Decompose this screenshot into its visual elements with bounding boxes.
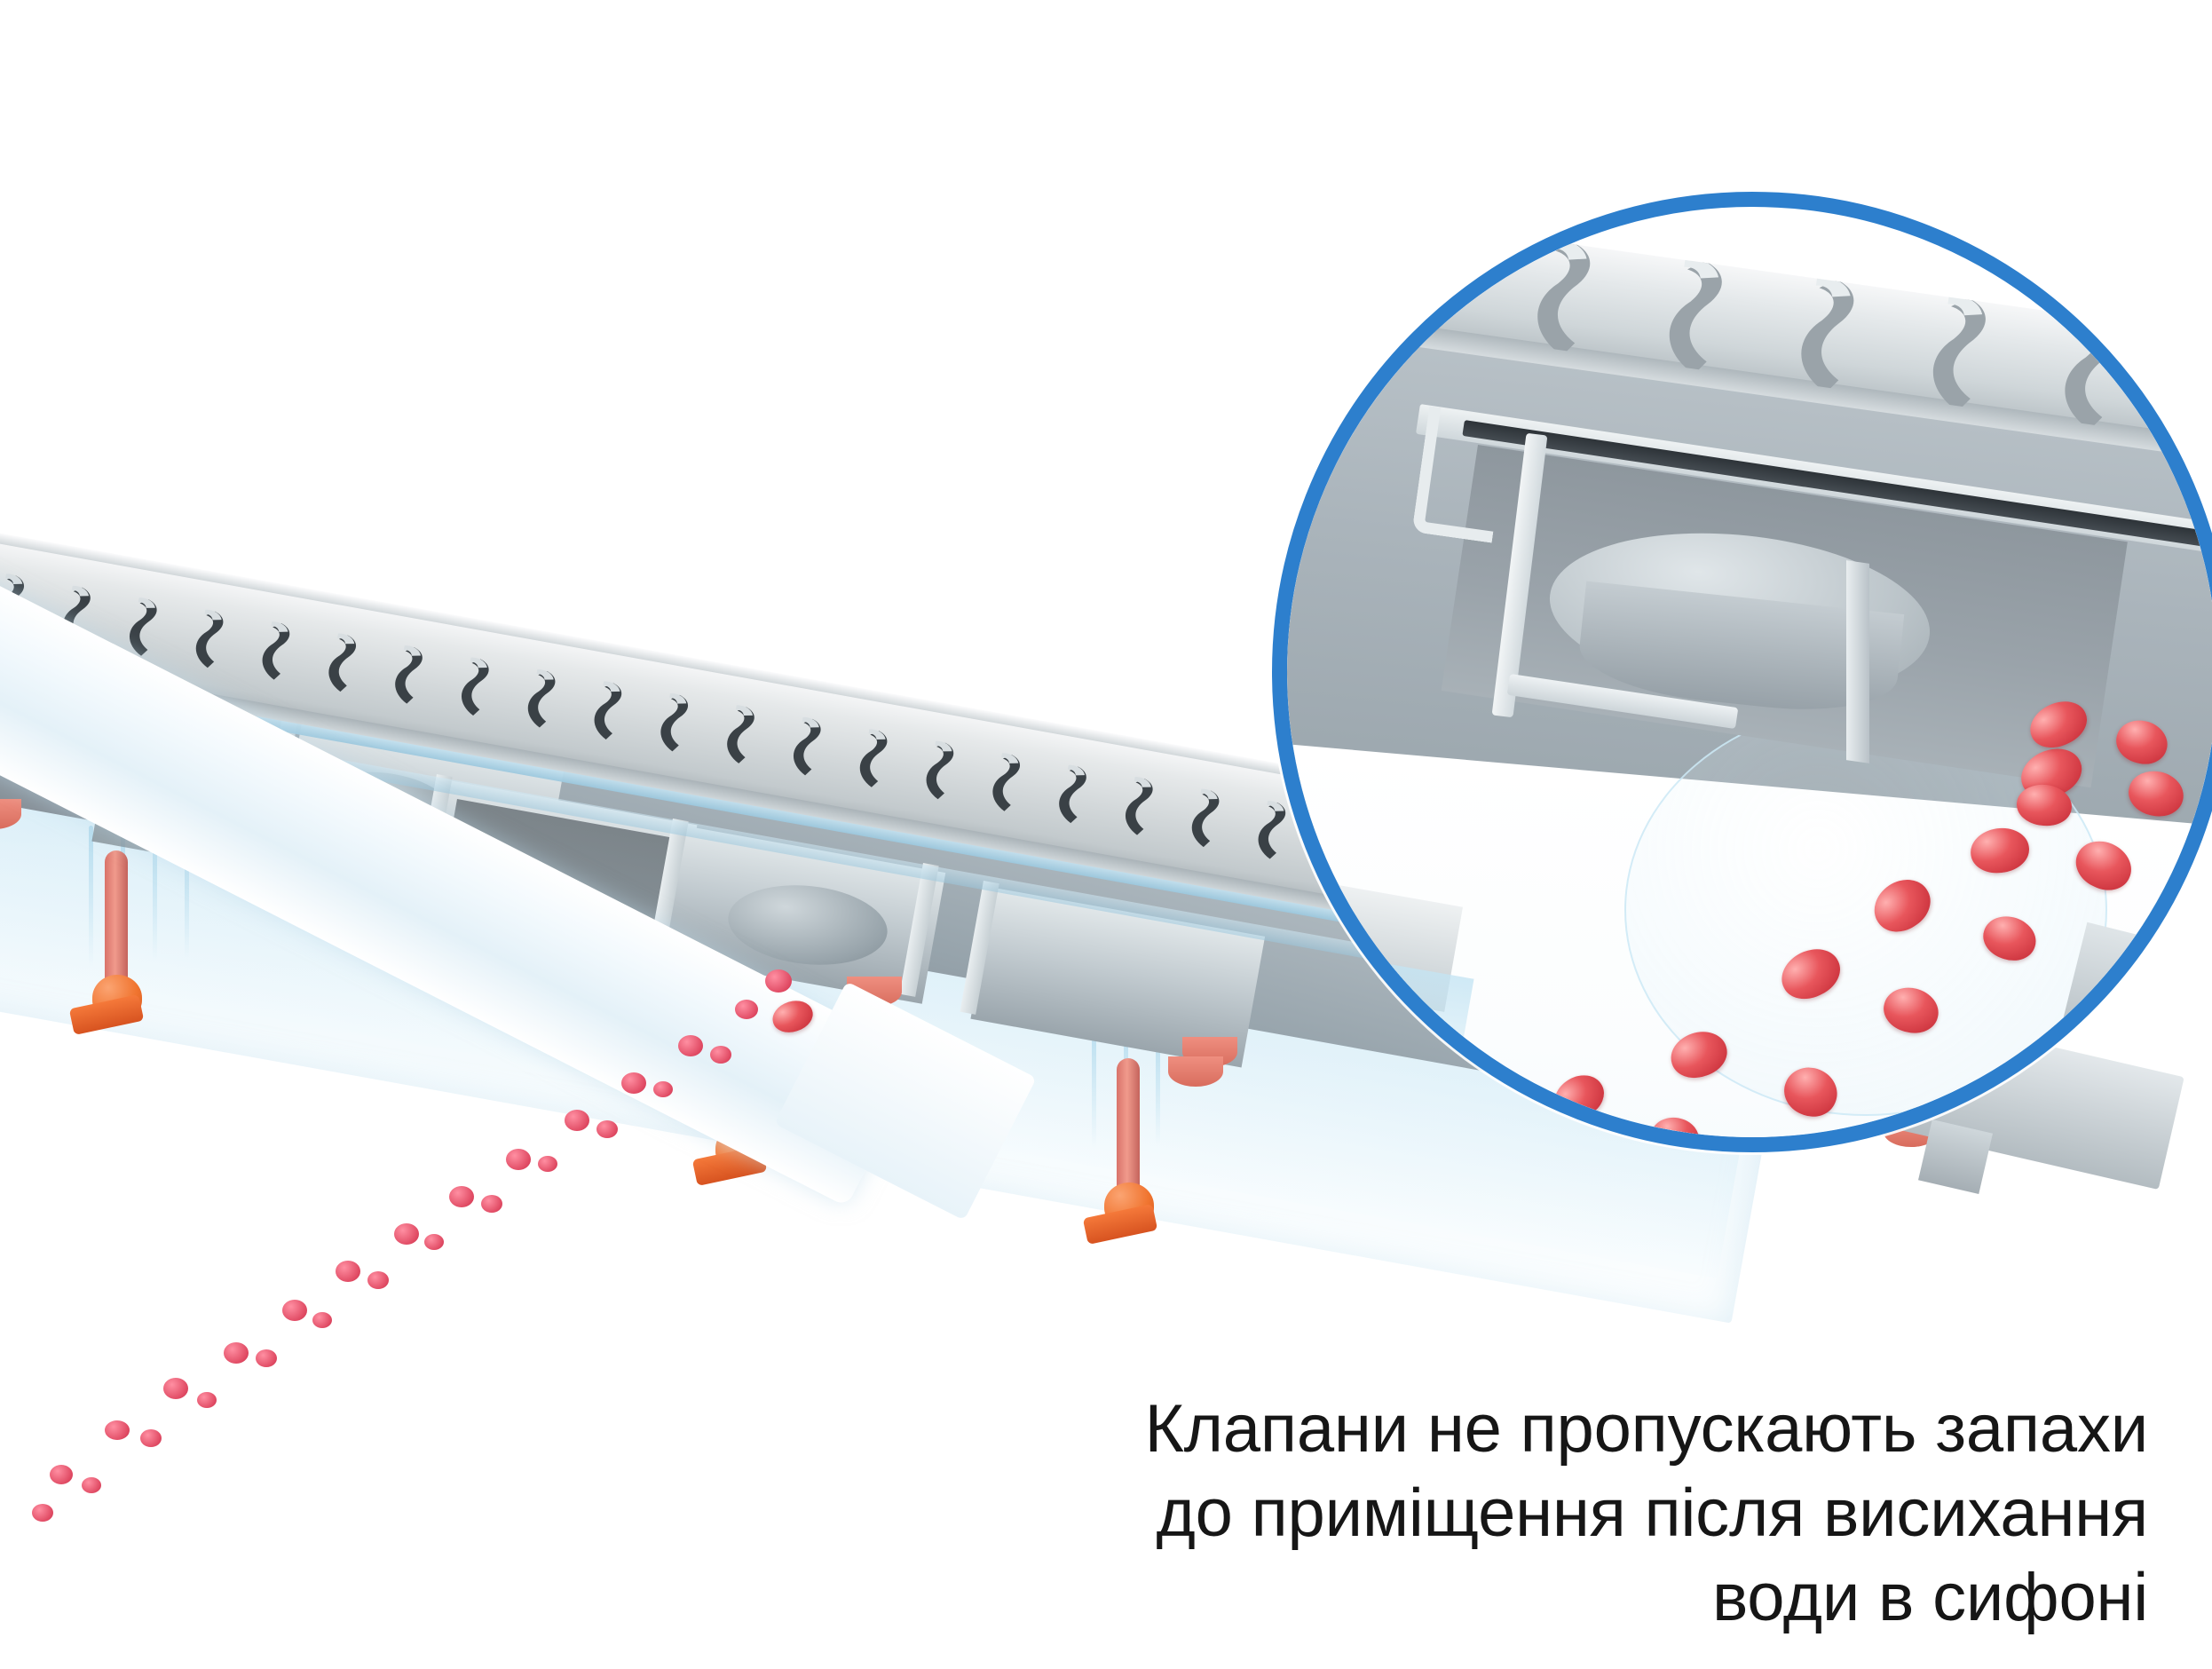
odour-speck — [735, 1000, 758, 1019]
odour-speck — [312, 1312, 332, 1328]
odour-speck — [140, 1429, 162, 1447]
odour-speck — [367, 1271, 389, 1289]
odour-speck — [32, 1504, 53, 1522]
magnified-valve-detail — [1272, 192, 2212, 1152]
odour-speck — [256, 1349, 277, 1367]
odour-speck — [481, 1195, 502, 1213]
adjustable-leg-front — [1082, 1058, 1204, 1289]
odour-speck — [621, 1072, 646, 1094]
caption-line-1: Клапани не пропускають запахи — [1144, 1391, 2149, 1467]
odour-speck — [224, 1342, 249, 1364]
odour-speck — [197, 1392, 217, 1408]
odour-speck — [394, 1223, 419, 1245]
leg-nub — [1168, 1056, 1223, 1087]
caption-line-3: води в сифоні — [1711, 1560, 2148, 1635]
adjustable-leg-stem — [1117, 1058, 1140, 1200]
odour-speck — [538, 1156, 557, 1172]
odour-speck — [105, 1420, 130, 1440]
odour-speck — [282, 1300, 307, 1321]
water-streak — [1156, 1030, 1160, 1145]
water-streak — [89, 826, 93, 968]
magnified-valve-rib — [1846, 560, 1869, 763]
odour-speck — [163, 1378, 188, 1399]
odour-speck — [424, 1234, 444, 1250]
water-streak — [1092, 1019, 1096, 1148]
water-streak — [153, 836, 157, 961]
caption-text: Клапани не пропускають запахи до приміще… — [728, 1387, 2149, 1640]
odour-speck — [336, 1261, 360, 1282]
odour-speck — [449, 1186, 474, 1207]
adjustable-leg-foot — [1082, 1204, 1158, 1245]
magnifier-content — [1287, 207, 2212, 1137]
odour-speck — [765, 969, 792, 993]
odour-speck — [506, 1149, 531, 1170]
odour-speck — [678, 1035, 703, 1056]
caption-line-2: до приміщення після висихання — [1156, 1475, 2148, 1551]
odour-speck — [565, 1110, 589, 1131]
water-streak — [185, 842, 189, 959]
odour-speck — [653, 1081, 673, 1097]
odour-speck — [50, 1465, 73, 1484]
odour-speck — [82, 1477, 101, 1493]
odour-speck — [596, 1120, 618, 1138]
odour-speck — [710, 1046, 731, 1064]
